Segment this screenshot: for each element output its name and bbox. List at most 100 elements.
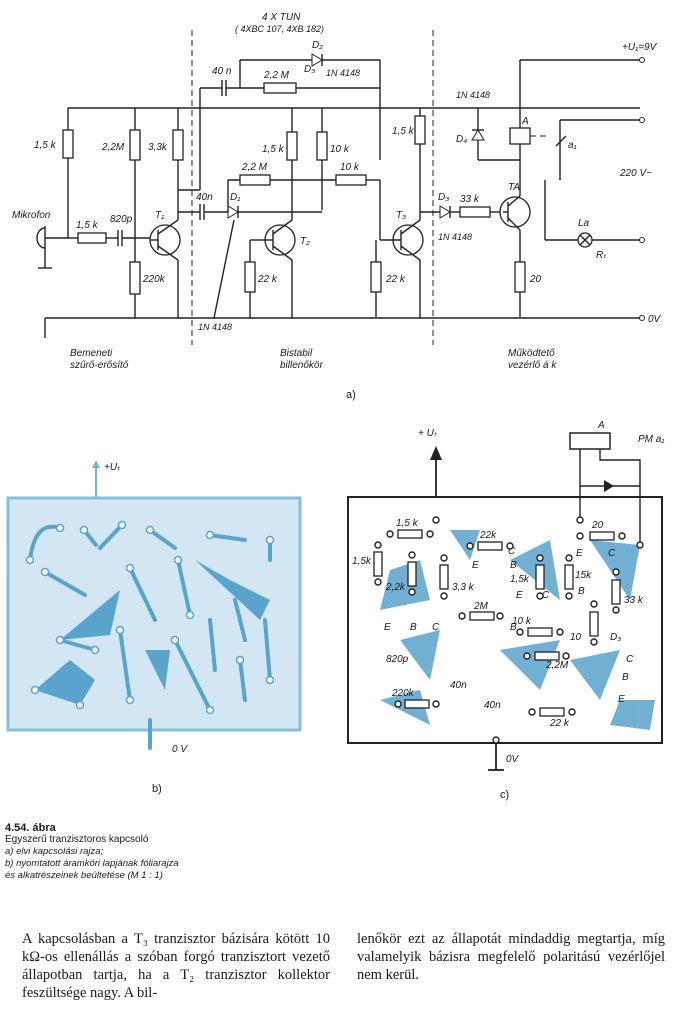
svg-text:10 k: 10 k [512, 616, 532, 627]
svg-text:40n: 40n [484, 700, 501, 711]
svg-text:1N 4148: 1N 4148 [456, 90, 490, 100]
pcb-b-supply-label: +Uₜ [104, 462, 121, 473]
svg-text:40n: 40n [196, 192, 213, 203]
svg-text:D₃: D₃ [304, 64, 315, 75]
svg-text:20: 20 [529, 274, 542, 285]
svg-text:220k: 220k [391, 688, 415, 699]
svg-text:220 V~: 220 V~ [619, 168, 652, 179]
svg-text:D₂: D₂ [312, 40, 323, 51]
svg-text:D₄: D₄ [456, 134, 467, 145]
svg-text:1,5k: 1,5k [510, 574, 530, 585]
panel-b-label: b) [152, 783, 162, 795]
body-column-2: lenőkör ezt az állapotát mindaddig megta… [357, 931, 665, 983]
svg-text:D₃: D₃ [610, 632, 621, 643]
svg-text:2M: 2M [473, 601, 489, 612]
microphone-symbol [36, 226, 68, 269]
block-driver-2: vezérlő á k [508, 360, 557, 371]
svg-text:10 k: 10 k [340, 162, 360, 173]
svg-text:3,3 k: 3,3 k [452, 582, 475, 593]
panel-a-label: a) [346, 389, 356, 401]
caption-item-c: és alkatrészeinek beültetése (M 1 : 1) [5, 870, 163, 881]
svg-text:T₁: T₁ [155, 210, 164, 221]
svg-text:40n: 40n [450, 680, 467, 691]
svg-text:820p: 820p [110, 214, 133, 225]
body-text: A kapcsolásban a T₃ tranzisztor bázisára… [22, 930, 672, 1024]
svg-text:Rₜ: Rₜ [596, 250, 607, 261]
figure-caption: 4.54. ábra Egyszerű tranzisztoros kapcso… [5, 822, 365, 882]
svg-text:La: La [578, 218, 590, 229]
svg-text:PM a₁: PM a₁ [638, 434, 665, 445]
caption-subtitle: Egyszerű tranzisztoros kapcsoló [5, 834, 149, 845]
panel-c-label: c) [500, 789, 509, 801]
svg-text:a₁: a₁ [568, 140, 577, 151]
svg-text:10: 10 [570, 632, 582, 643]
svg-text:1,5 k: 1,5 k [76, 220, 99, 231]
svg-text:22 k: 22 k [385, 274, 406, 285]
svg-text:C: C [626, 654, 634, 665]
svg-text:T₃: T₃ [396, 210, 406, 221]
svg-text:820p: 820p [386, 654, 409, 665]
svg-text:2,2M: 2,2M [101, 142, 125, 153]
svg-text:B: B [578, 586, 585, 597]
svg-text:2,2k: 2,2k [385, 582, 406, 593]
svg-text:T₂: T₂ [300, 236, 310, 247]
svg-text:A: A [521, 116, 529, 127]
pcb-component-layout: + Uₜ A PM a₁ [347, 420, 665, 801]
caption-item-a: a) elvi kapcsolási rajza; [5, 846, 104, 857]
schematic-diagram: 4 X TUN ( 4XBC 107, 4XB 182) +U₁=9V 0V M… [12, 12, 662, 401]
caption-item-b: b) nyomtatott áramköri lapjának fóliaraj… [5, 858, 179, 869]
block-input-1: Bemeneti [70, 348, 113, 359]
body-column-1: A kapcsolásban a T₃ tranzisztor bázisára… [22, 931, 330, 1001]
svg-text:C: C [432, 622, 440, 633]
svg-text:22 k: 22 k [549, 718, 570, 729]
svg-text:1,5 k: 1,5 k [396, 518, 419, 529]
svg-text:40 n: 40 n [212, 66, 232, 77]
svg-text:B: B [410, 622, 417, 633]
block-driver-1: Működtető [508, 348, 555, 359]
svg-text:E: E [384, 622, 391, 633]
svg-text:1N 4148: 1N 4148 [326, 68, 360, 78]
svg-text:C: C [508, 546, 516, 557]
svg-text:2,2 M: 2,2 M [263, 70, 290, 81]
svg-text:1N 4148: 1N 4148 [438, 232, 472, 242]
svg-text:B: B [510, 560, 517, 571]
svg-text:2,2M: 2,2M [545, 660, 569, 671]
svg-text:A: A [597, 420, 605, 431]
svg-text:TA: TA [508, 182, 520, 193]
svg-text:B: B [622, 672, 629, 683]
svg-text:B: B [510, 622, 517, 633]
tun-sub-label: ( 4XBC 107, 4XB 182) [235, 24, 324, 34]
svg-text:10 k: 10 k [330, 144, 350, 155]
supply-label: +U₁=9V [622, 42, 658, 53]
svg-text:E: E [576, 548, 583, 559]
svg-text:20: 20 [591, 520, 604, 531]
svg-text:C: C [608, 548, 616, 559]
tun-label: 4 X TUN [262, 12, 301, 23]
svg-text:D₁: D₁ [230, 192, 240, 203]
svg-text:1,5 k: 1,5 k [34, 140, 57, 151]
svg-text:33 k: 33 k [460, 194, 480, 205]
svg-text:1,5 k: 1,5 k [262, 144, 285, 155]
pcb-b-ground-label: 0 V [172, 744, 188, 755]
svg-text:3,3k: 3,3k [148, 142, 168, 153]
block-input-2: szűrő-erősítő [70, 360, 129, 371]
svg-text:E: E [618, 694, 625, 705]
svg-text:33 k: 33 k [624, 595, 644, 606]
svg-text:D₃: D₃ [438, 192, 449, 203]
svg-text:15k: 15k [575, 570, 592, 581]
svg-text:22k: 22k [479, 530, 497, 541]
caption-title: 4.54. ábra [5, 822, 56, 834]
svg-text:1,5 k: 1,5 k [392, 126, 415, 137]
svg-text:E: E [472, 560, 479, 571]
svg-text:220k: 220k [142, 274, 166, 285]
svg-text:1N 4148: 1N 4148 [198, 322, 232, 332]
mic-label: Mikrofon [12, 210, 51, 221]
svg-text:E: E [516, 590, 523, 601]
block-bistable-2: billenőkör [280, 360, 323, 371]
svg-text:22 k: 22 k [257, 274, 278, 285]
block-bistable-1: Bistabil [280, 348, 313, 359]
ground-label: 0V [648, 314, 662, 325]
svg-text:2,2 M: 2,2 M [241, 162, 268, 173]
svg-text:1,5k: 1,5k [352, 556, 372, 567]
